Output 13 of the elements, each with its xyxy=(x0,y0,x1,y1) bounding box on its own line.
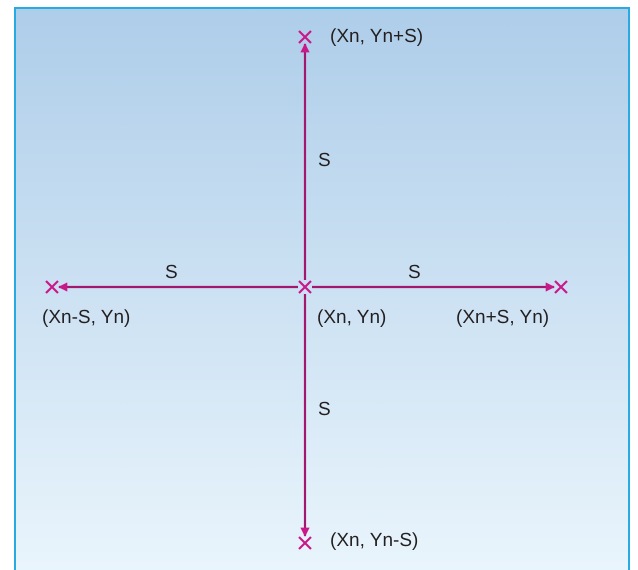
edge-label: S xyxy=(165,262,178,284)
coordinate-label: (Xn, Yn) xyxy=(317,307,386,329)
edge-label: S xyxy=(318,399,331,421)
arrow xyxy=(300,294,310,537)
edge-label: S xyxy=(408,262,421,284)
coordinate-label: (Xn-S, Yn) xyxy=(42,307,130,329)
coordinate-label: (Xn, Yn-S) xyxy=(330,530,418,552)
edge-label: S xyxy=(318,150,331,172)
arrow xyxy=(312,282,555,292)
arrow xyxy=(58,282,298,292)
coordinate-label: (Xn+S, Yn) xyxy=(456,307,550,329)
arrow xyxy=(300,43,310,280)
coordinate-label: (Xn, Yn+S) xyxy=(330,26,424,48)
